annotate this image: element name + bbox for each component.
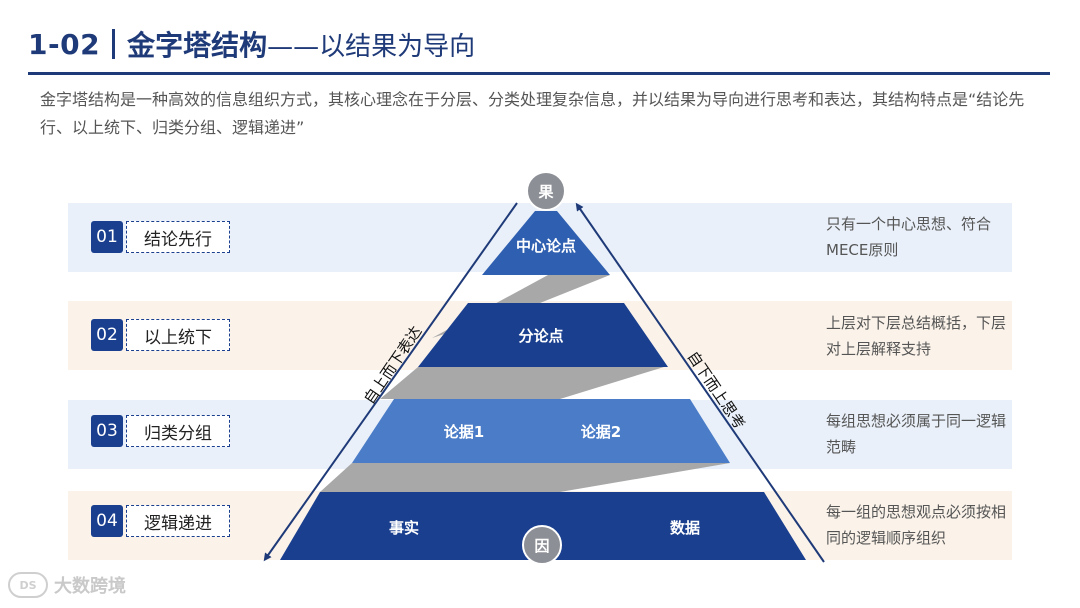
tier-third-label-2: 论据2 [581, 423, 621, 441]
step-4: 04 逻辑递进 [91, 504, 230, 538]
tier-top-label: 中心论点 [516, 237, 576, 255]
title-divider [112, 29, 116, 59]
step-number: 04 [91, 505, 123, 537]
watermark-text: 大数跨境 [54, 576, 126, 597]
tier-bottom-label-1: 事实 [389, 519, 419, 537]
pyramid-tier-third [352, 399, 730, 463]
pyramid-tier-top [482, 211, 610, 275]
right-arrow [575, 202, 825, 563]
base-circle [522, 525, 562, 565]
base-label: 因 [534, 537, 549, 555]
step-1-description: 只有一个中心思想、符合MECE原则 [826, 215, 992, 259]
step-label: 结论先行 [126, 221, 230, 253]
step-1: 01 结论先行 [91, 220, 230, 254]
tier-second-label: 分论点 [518, 327, 563, 345]
connector-3 [320, 463, 730, 492]
title-underline [28, 72, 1050, 75]
tier-third-label-1: 论据1 [444, 423, 484, 441]
pyramid-tier-second [418, 303, 668, 367]
step-4-description: 每一组的思想观点必须按相同的逻辑顺序组织 [826, 503, 1007, 547]
slide-title: 金字塔结构 [127, 29, 268, 62]
step-label: 归类分组 [126, 415, 230, 447]
step-3: 03 归类分组 [91, 414, 230, 448]
step-label: 逻辑递进 [126, 505, 230, 537]
slide-header: 1-02 金字塔结构 ——以结果为导向 [28, 22, 475, 66]
left-arrow [263, 202, 518, 562]
step-number: 03 [91, 415, 123, 447]
connector-2 [380, 367, 664, 399]
apex-circle [526, 171, 566, 211]
step-number: 01 [91, 221, 123, 253]
tier-bottom-label-2: 数据 [670, 519, 700, 537]
intro-paragraph: 金字塔结构是一种高效的信息组织方式，其核心理念在于分层、分类处理复杂信息，并以结… [40, 90, 1025, 137]
slide-subtitle: ——以结果为导向 [267, 31, 476, 62]
step-2: 02 以上统下 [91, 318, 230, 352]
step-label: 以上统下 [126, 319, 230, 351]
step-3-description: 每组思想必须属于同一逻辑范畴 [826, 412, 1007, 456]
watermark-logo-icon: DS [8, 572, 48, 598]
section-number: 1-02 [28, 27, 101, 61]
apex-label: 果 [537, 183, 554, 201]
step-number: 02 [91, 319, 123, 351]
step-2-description: 上层对下层总结概括，下层对上层解释支持 [826, 314, 1007, 358]
watermark: DS 大数跨境 [8, 572, 126, 598]
